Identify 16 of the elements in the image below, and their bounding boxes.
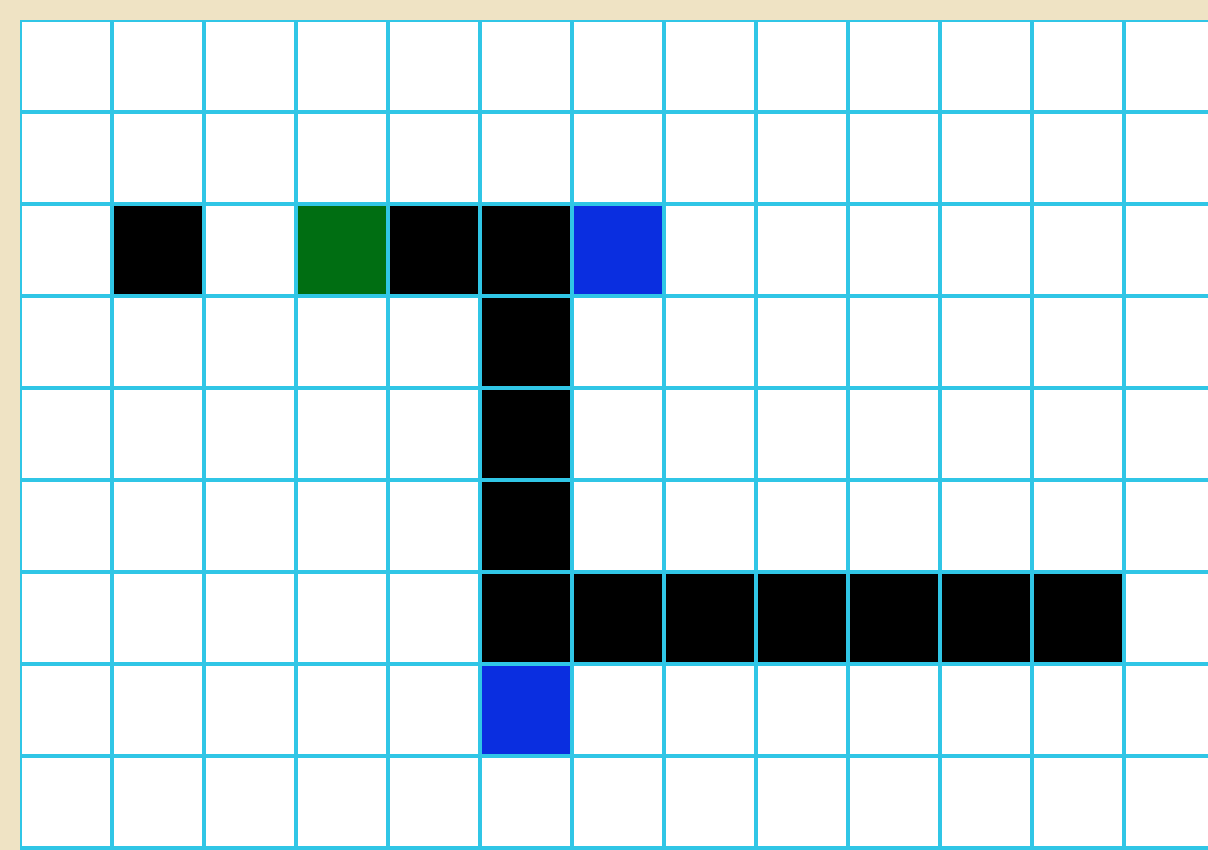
filled-square (114, 206, 202, 294)
filled-square (482, 390, 570, 478)
filled-square (574, 574, 662, 662)
filled-square (482, 206, 570, 294)
filled-square (1034, 574, 1122, 662)
filled-square (850, 574, 938, 662)
filled-square (482, 298, 570, 386)
filled-square (666, 574, 754, 662)
filled-square (574, 206, 662, 294)
filled-square (482, 482, 570, 570)
filled-square (298, 206, 386, 294)
filled-square (942, 574, 1030, 662)
filled-square (758, 574, 846, 662)
filled-square (390, 206, 478, 294)
filled-square (482, 574, 570, 662)
filled-square (482, 666, 570, 754)
